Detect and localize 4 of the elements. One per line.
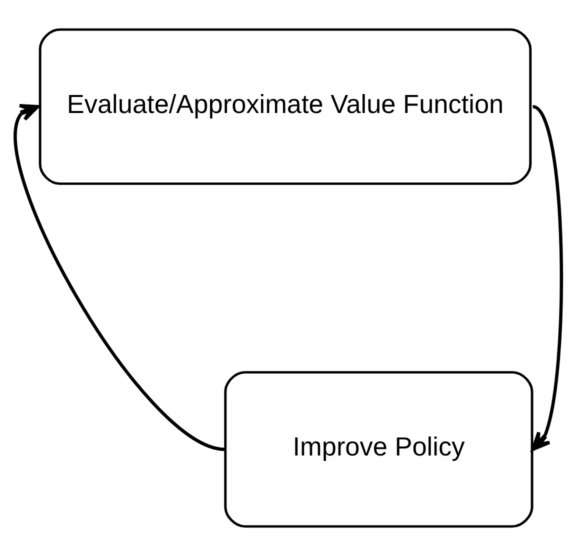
- node-box: Improve Policy: [224, 371, 534, 528]
- arrow: [14, 104, 225, 451]
- node-box: Evaluate/Approximate Value Function: [38, 28, 532, 185]
- arrow: [531, 105, 564, 451]
